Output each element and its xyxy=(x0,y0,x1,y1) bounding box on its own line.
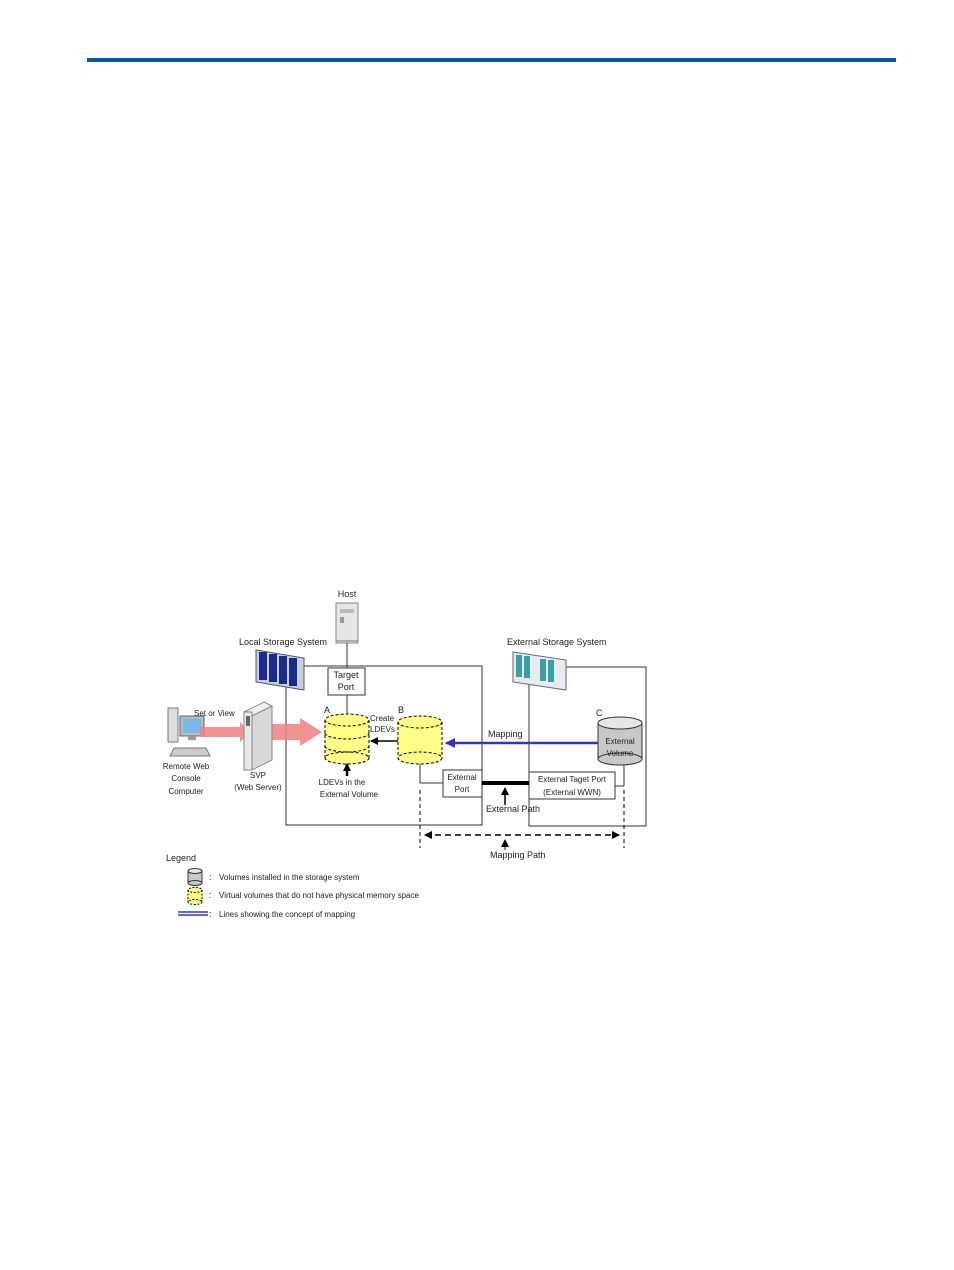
legend-item-virtual: Virtual volumes that do not have physica… xyxy=(219,891,420,900)
legend-title: Legend xyxy=(166,853,196,863)
svp-to-storage-arrow xyxy=(272,718,322,746)
svp-label-2: (Web Server) xyxy=(234,783,282,792)
ldevs-external-label-2: External Volume xyxy=(320,790,379,799)
legend-colon-2: : xyxy=(209,890,212,900)
mapping-path-label: Mapping Path xyxy=(490,850,546,860)
external-volume-label-1: External xyxy=(605,737,635,746)
remote-console-label-3: Computer xyxy=(168,787,203,796)
volume-b-virtual xyxy=(397,715,443,765)
virtual-volume-icon xyxy=(187,887,203,905)
external-port-label-1: External xyxy=(447,773,477,782)
target-port-label-2: Port xyxy=(338,682,355,692)
top-rule xyxy=(87,58,896,62)
create-ldevs-label-2: LDEVs xyxy=(370,725,395,734)
computer-icon xyxy=(167,707,211,757)
external-target-port-label-1: External Taget Port xyxy=(538,775,607,784)
volume-c-letter: C xyxy=(596,708,603,718)
legend-colon-3: : xyxy=(209,909,212,919)
volume-b-letter: B xyxy=(398,705,404,715)
external-volume-label-2: Volume xyxy=(607,749,634,758)
external-storage-label: External Storage System xyxy=(507,637,607,647)
legend-item-mapping: Lines showing the concept of mapping xyxy=(219,910,355,919)
volume-c-physical xyxy=(597,716,643,766)
physical-volume-icon xyxy=(187,868,203,886)
svp-label-1: SVP xyxy=(250,771,266,780)
volume-a-ldevs xyxy=(324,713,370,765)
svp-server-icon xyxy=(242,701,274,771)
external-path-label: External Path xyxy=(486,804,540,814)
mapping-label: Mapping xyxy=(488,729,523,739)
legend-item-physical: Volumes installed in the storage system xyxy=(219,873,360,882)
external-port-label-2: Port xyxy=(455,785,470,794)
host-label: Host xyxy=(338,589,357,599)
target-port-label-1: Target xyxy=(333,670,359,680)
create-ldevs-label-1: Create xyxy=(370,714,395,723)
ldevs-external-label-1: LDEVs in the xyxy=(319,778,366,787)
mapping-line-icon xyxy=(178,911,208,916)
external-storage-box xyxy=(528,666,647,827)
external-target-port-label-2: (External WWN) xyxy=(543,788,601,797)
web-access-arrow xyxy=(200,722,250,742)
remote-console-label-2: Console xyxy=(171,774,201,783)
external-storage-icon xyxy=(512,651,567,691)
local-storage-label: Local Storage System xyxy=(239,637,327,647)
legend-colon-1: : xyxy=(209,872,212,882)
local-storage-icon xyxy=(255,649,305,691)
remote-console-label-1: Remote Web xyxy=(163,762,210,771)
external-port-box xyxy=(442,769,483,798)
host-server-icon xyxy=(335,602,359,644)
external-target-port-box xyxy=(528,771,616,800)
volume-a-letter: A xyxy=(324,705,330,715)
set-or-view-label: Set or View xyxy=(194,709,235,718)
local-storage-box xyxy=(285,665,483,826)
